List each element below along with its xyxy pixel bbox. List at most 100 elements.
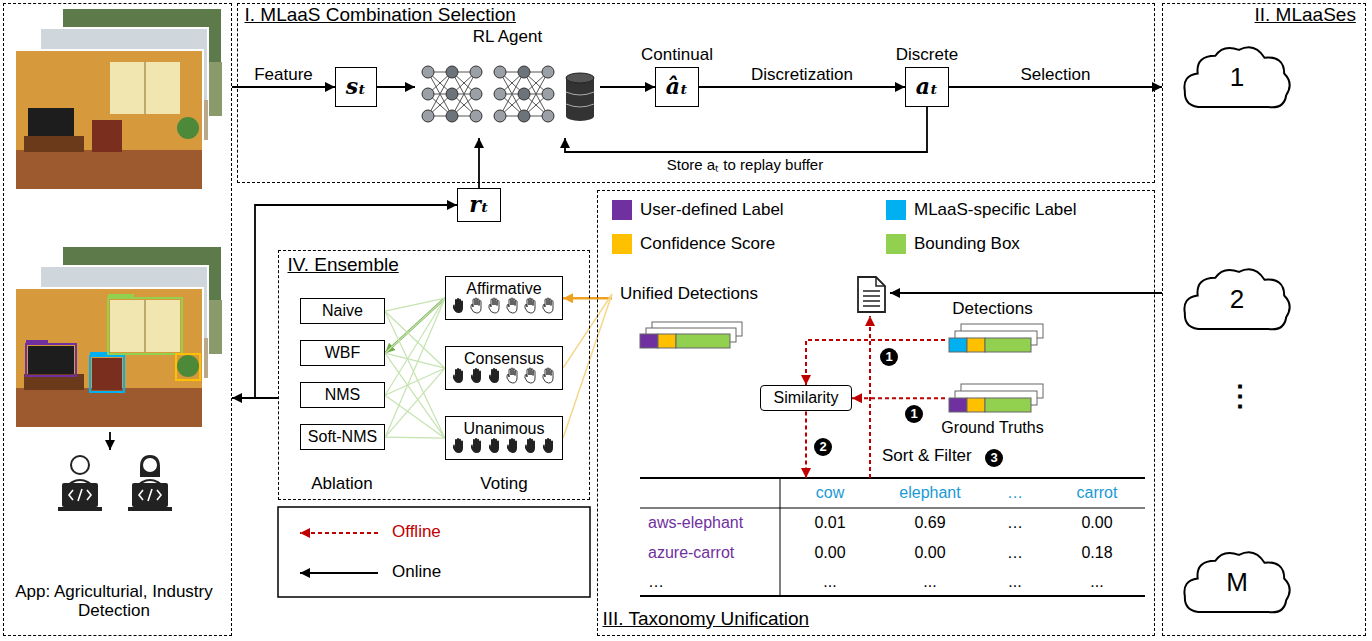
- connector: [890, 292, 1162, 294]
- table-rules: [640, 478, 1145, 596]
- action-box: Continualâₜ: [655, 67, 699, 107]
- voting-box: Consensus: [445, 346, 563, 390]
- cloud-shape: [1184, 552, 1289, 612]
- callout-number: 2: [814, 438, 832, 456]
- voter-hands-part: [489, 298, 499, 313]
- connector: [385, 298, 445, 395]
- table-cell: 0.69: [914, 514, 945, 532]
- voter-hands-part: [525, 368, 535, 383]
- connector: [563, 294, 612, 368]
- node-text: rₜ: [469, 192, 489, 217]
- developer-icon-part: [62, 483, 98, 507]
- voter-hands-part: [507, 438, 517, 453]
- node-text: RL Agent: [473, 27, 542, 47]
- label-text: Ablation: [311, 474, 372, 493]
- ground-truth-rows: [949, 384, 1043, 412]
- node-text: M: [1226, 568, 1248, 598]
- output-images: [15, 246, 222, 428]
- connector: [385, 368, 445, 395]
- voter-hands-part: [543, 298, 553, 313]
- table-cell: 0.00: [814, 544, 845, 562]
- legend-box-part: [300, 532, 378, 534]
- legend-text: Bounding Box: [914, 234, 1020, 254]
- replay-buffer-database-part: [566, 78, 594, 116]
- ground-truth-rows-part: [967, 398, 985, 412]
- ablation-box: WBF: [300, 340, 385, 366]
- table-cell: 0.00: [1081, 514, 1112, 532]
- voter-hands-part: [507, 368, 517, 383]
- legend-box-part: [300, 572, 378, 574]
- detection-overlays-part: [108, 298, 182, 354]
- edge-label: Feature: [252, 65, 315, 85]
- legend-swatch: [612, 200, 632, 220]
- table-cell: 0.18: [1081, 544, 1112, 562]
- voting-box: Affirmative: [445, 276, 563, 320]
- input-images: [15, 8, 222, 190]
- text-label: Sort & Filter: [882, 446, 972, 466]
- voter-hands: [453, 298, 553, 453]
- legend-item: MLaaS-specific Label: [886, 200, 1077, 220]
- voter-hands-part: [471, 368, 481, 383]
- unified-detections: Unified Detections: [612, 272, 890, 316]
- ensemble-panel: IV. EnsembleNaiveWBFNMSSoft-NMSAffirmati…: [278, 250, 590, 500]
- connector: [600, 86, 655, 88]
- unified-detection-rows: [640, 322, 742, 348]
- input-images-part: [177, 117, 199, 139]
- detection-overlays-part: [90, 356, 124, 392]
- connector: [869, 316, 871, 478]
- table-cell: …: [1007, 484, 1023, 502]
- node-text: 2: [1230, 285, 1244, 315]
- input-images-part: [28, 108, 74, 136]
- connector: [385, 298, 445, 437]
- legend-item: Bounding Box: [886, 234, 1020, 254]
- table-rules-part: [640, 508, 1145, 509]
- legend-swatch: [886, 200, 906, 220]
- mlaas-cloud: M: [1178, 545, 1296, 620]
- detection-overlays: [26, 294, 200, 392]
- callout-number: 1: [905, 405, 923, 423]
- mlaas-cloud: 1: [1178, 40, 1296, 115]
- connector: [385, 353, 445, 438]
- table-cell: carrot: [1077, 484, 1118, 502]
- document-icon-part: [863, 291, 880, 306]
- connector: [565, 107, 927, 152]
- ground-truth-rows-part: [985, 398, 1031, 412]
- table-cell: …: [1007, 544, 1023, 562]
- label-text: Voting: [480, 474, 527, 493]
- voter-hands-part: [525, 438, 535, 453]
- policy-network: [422, 66, 482, 122]
- connector: [255, 205, 457, 398]
- legend-swatch: [886, 234, 906, 254]
- node-text: II. MLaaSes: [1255, 4, 1356, 26]
- input-images-part: [92, 120, 122, 152]
- input-images-part: [24, 136, 84, 152]
- connector: [385, 368, 445, 437]
- label-text: ⋮: [1226, 380, 1254, 411]
- detection-overlays-part: [26, 340, 48, 344]
- developer-icon-part: [132, 483, 168, 507]
- edge-label: Store aₜ to replay buffer: [665, 156, 825, 173]
- node-text: 1: [1230, 63, 1244, 93]
- detection-overlays-part: [26, 344, 76, 376]
- node-text: Naive: [322, 302, 363, 320]
- legend-item: Offline: [392, 522, 441, 542]
- voter-hands-part: [507, 298, 517, 313]
- developer-icon-part: [71, 456, 89, 474]
- node-text: âₜ: [666, 74, 688, 99]
- connector: [563, 297, 612, 300]
- connector: [385, 298, 445, 353]
- voter-hands-part: [489, 368, 499, 383]
- connector: [385, 395, 445, 438]
- detection-rows: [949, 324, 1043, 352]
- table-cell: aws-elephant: [648, 514, 743, 532]
- action-box: Discreteaₜ: [905, 67, 949, 107]
- table-cell: 0.01: [814, 514, 845, 532]
- node-text: sₜ: [346, 74, 367, 99]
- legend-text: MLaaS-specific Label: [914, 200, 1077, 220]
- table-cell: …: [648, 573, 664, 591]
- replay-buffer-database: [566, 73, 594, 121]
- table-cell: 0.00: [914, 544, 945, 562]
- detection-rows-part: [985, 338, 1031, 352]
- text-label: Ablation: [311, 474, 372, 494]
- table-rules-part: [780, 478, 781, 596]
